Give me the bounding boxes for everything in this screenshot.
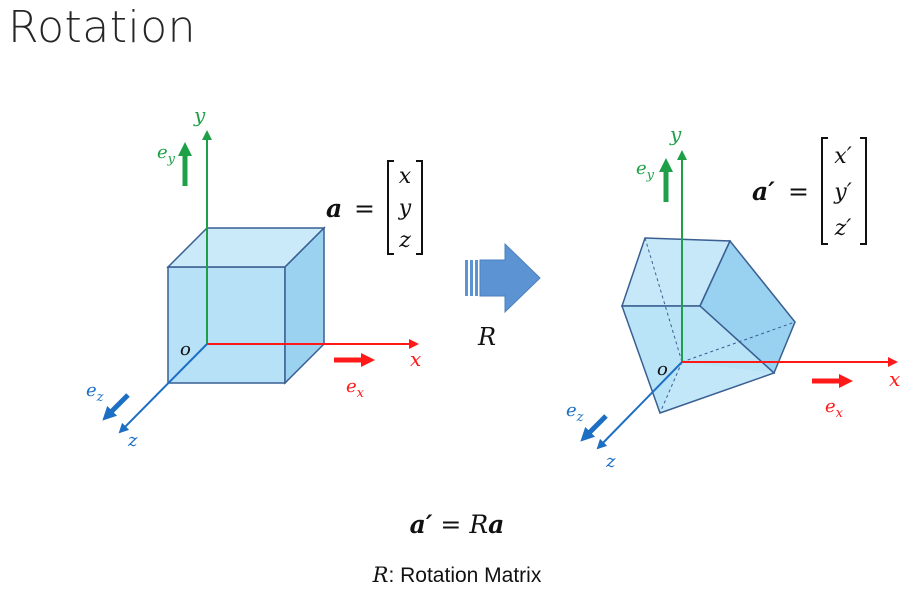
right-ez-label: ez <box>566 400 584 425</box>
left-z-axis <box>118 343 208 434</box>
right-origin-label: o <box>657 359 668 380</box>
caption-text: : Rotation Matrix <box>388 564 542 587</box>
left-scene: y x z o ey ex ez a = x y z <box>86 103 423 451</box>
right-ey-label: ey <box>636 158 655 183</box>
left-ez-unit-vector <box>102 393 130 421</box>
right-scene: y x z o ey ex ez a′ = x′ y′ z′ <box>566 122 900 472</box>
left-y-label: y <box>193 103 206 127</box>
right-cube-hidden-edge <box>681 321 796 363</box>
transform-label: R <box>477 323 496 351</box>
arrow-body <box>479 242 541 314</box>
left-matrix-left-bracket <box>387 160 394 255</box>
arrow-stripe <box>470 260 473 296</box>
transform-arrow <box>465 242 541 314</box>
right-ez-unit-vector <box>580 414 608 442</box>
right-component-z: z′ <box>834 216 852 241</box>
right-cube-front-face <box>620 305 776 414</box>
left-origin-label: o <box>180 339 191 360</box>
arrow-stripe <box>475 260 478 296</box>
equation-equals: = <box>440 510 462 539</box>
equation-operator: R <box>469 510 489 539</box>
right-x-label: x <box>889 367 900 391</box>
left-component-z: z <box>398 228 411 253</box>
page-title: Rotation <box>8 2 197 53</box>
caption: R: Rotation Matrix <box>0 563 914 588</box>
arrow-stripe <box>465 260 468 296</box>
left-x-label: x <box>410 347 421 371</box>
left-ey-label: ey <box>157 142 176 167</box>
right-equals-sign: = <box>788 177 809 206</box>
left-ez-label: ez <box>86 380 104 405</box>
right-y-label: y <box>669 122 682 146</box>
right-vector-symbol: a′ <box>752 177 775 206</box>
left-component-x: x <box>399 164 412 189</box>
left-z-label: z <box>127 430 138 451</box>
right-cube <box>620 237 796 414</box>
left-component-y: y <box>398 196 412 221</box>
left-vector-symbol: a <box>326 194 342 223</box>
right-matrix-right-bracket <box>860 137 867 245</box>
right-ex-label: ex <box>825 396 844 421</box>
equation-vector: a <box>488 510 505 539</box>
right-matrix-left-bracket <box>821 137 828 245</box>
right-component-x: x′ <box>834 144 851 169</box>
caption-symbol: R <box>372 563 389 587</box>
rotation-equation: a′ = Ra <box>0 510 914 539</box>
left-matrix-right-bracket <box>416 160 423 255</box>
right-z-axis <box>596 361 683 450</box>
right-z-label: z <box>605 451 616 472</box>
left-equals-sign: = <box>354 194 375 223</box>
equation-lhs: a′ <box>409 510 433 539</box>
right-component-y: y′ <box>833 180 851 205</box>
left-ex-label: ex <box>346 376 365 401</box>
